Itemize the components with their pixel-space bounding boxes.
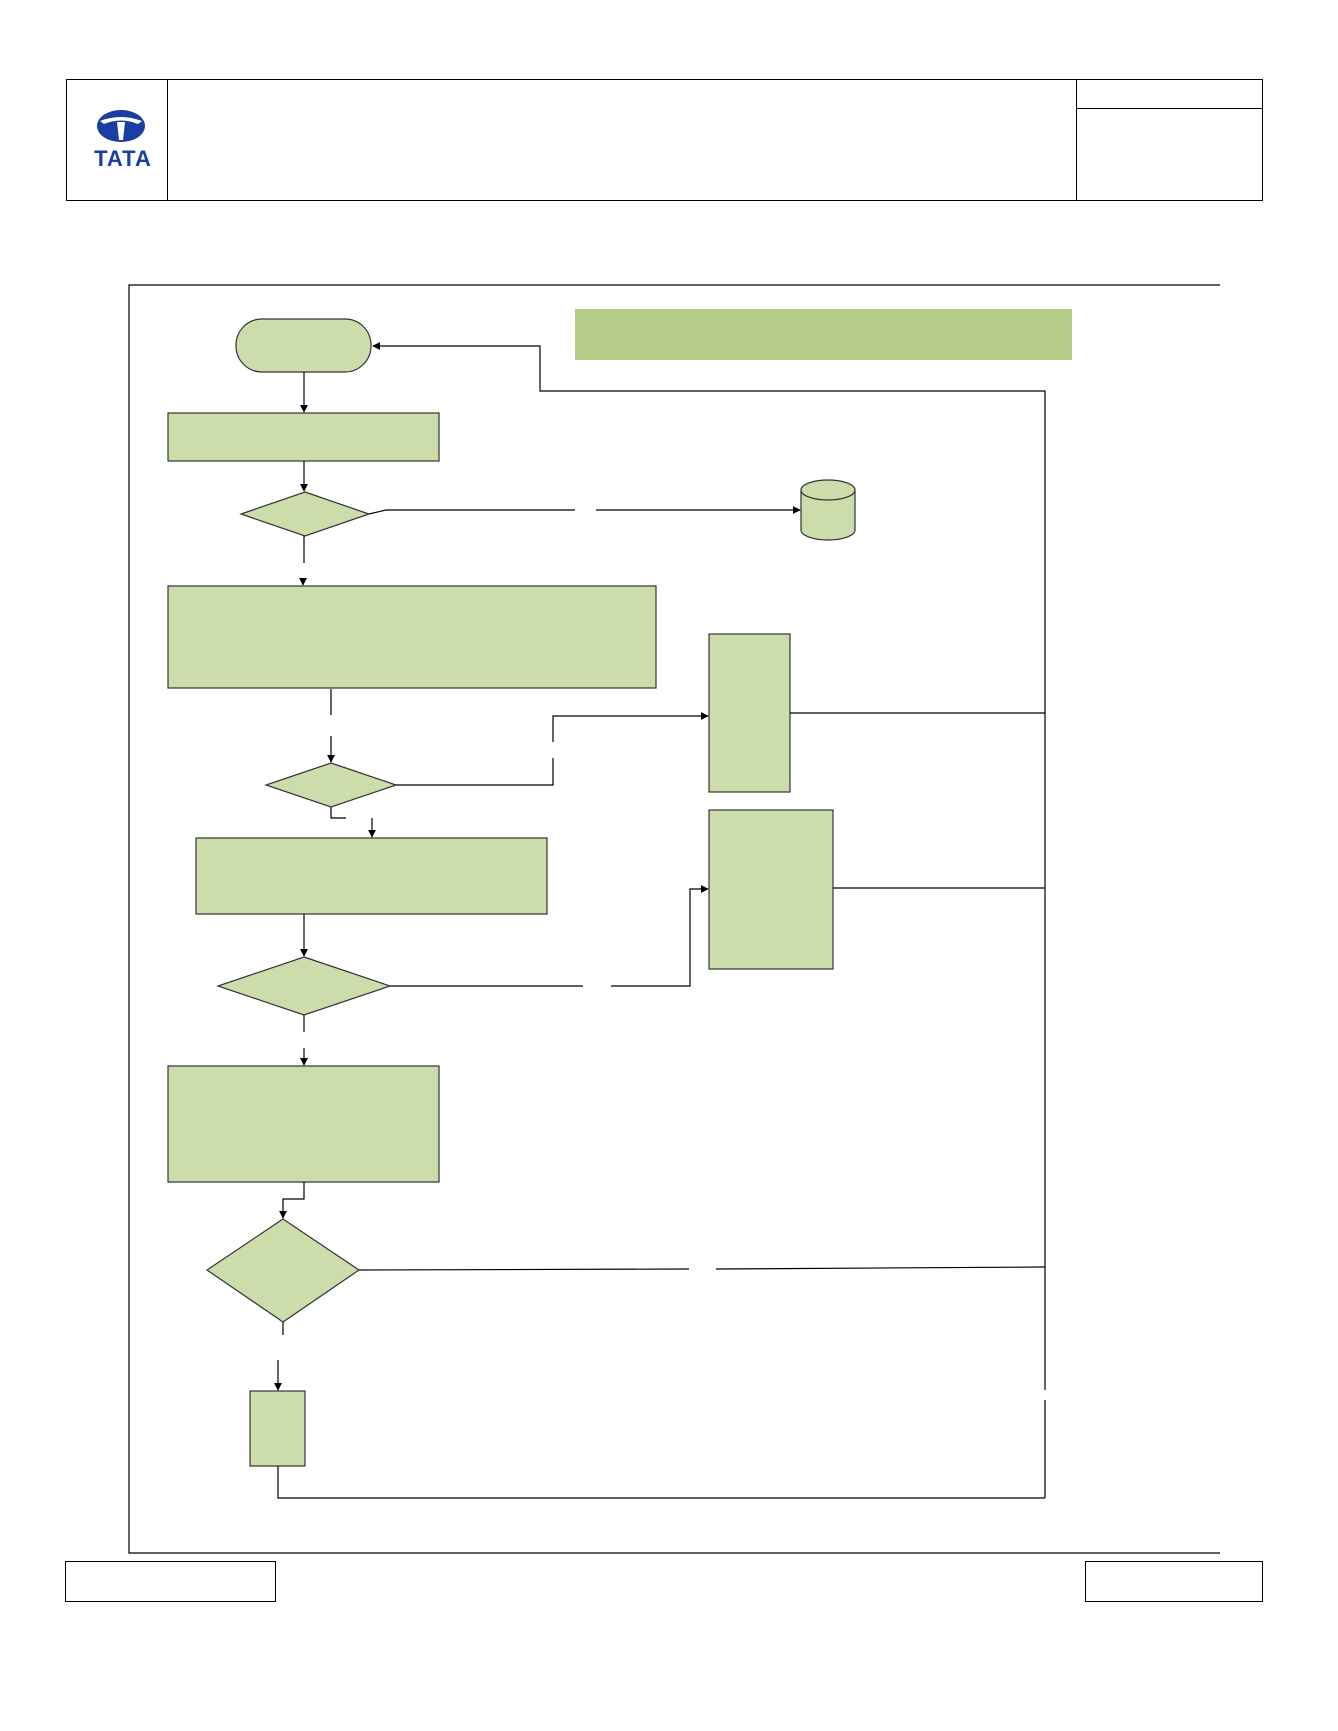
logo-wordmark: TATA [94,146,152,171]
process-box-3 [195,837,548,915]
return-line-right-2 [372,342,1046,1390]
header-right-row-divider [1076,108,1263,109]
header-frame [66,79,1263,201]
company-logo: TATA [86,108,156,172]
connector-diamond4-right-2 [715,1266,1046,1270]
connector-diamond2-sidebox1-2 [552,712,709,742]
footer-right-box [1085,1561,1263,1602]
database-cylinder [800,479,856,541]
connector-diamond2-sidebox1 [396,758,554,786]
connector-box5-bottom [277,1466,1045,1499]
diagram-frame [128,284,1220,1554]
decision-diamond-4 [205,1218,361,1323]
process-box-2 [167,585,657,689]
decision-diamond-2 [264,762,398,808]
process-box-4 [167,1065,440,1183]
decision-diamond-1 [239,491,371,537]
process-box-5 [249,1390,306,1467]
connector-diamond4-right [358,1268,690,1271]
tata-emblem-icon [97,110,145,142]
footer-left-box [65,1561,276,1602]
header-divider-right [1076,79,1077,201]
connector-diamond2-box3 [330,807,346,819]
connector-box4-diamond4 [279,1182,305,1219]
connector-diamond1-database [368,509,575,515]
side-box-1 [708,633,791,793]
decision-diamond-3 [216,956,392,1016]
process-box-1 [167,412,440,462]
start-terminator [235,318,372,373]
title-banner [575,309,1072,360]
header-divider-left [167,79,168,201]
connector-diamond3-sidebox2-2 [611,885,709,987]
connector-lines [274,342,1046,1499]
side-box-2 [708,809,834,970]
